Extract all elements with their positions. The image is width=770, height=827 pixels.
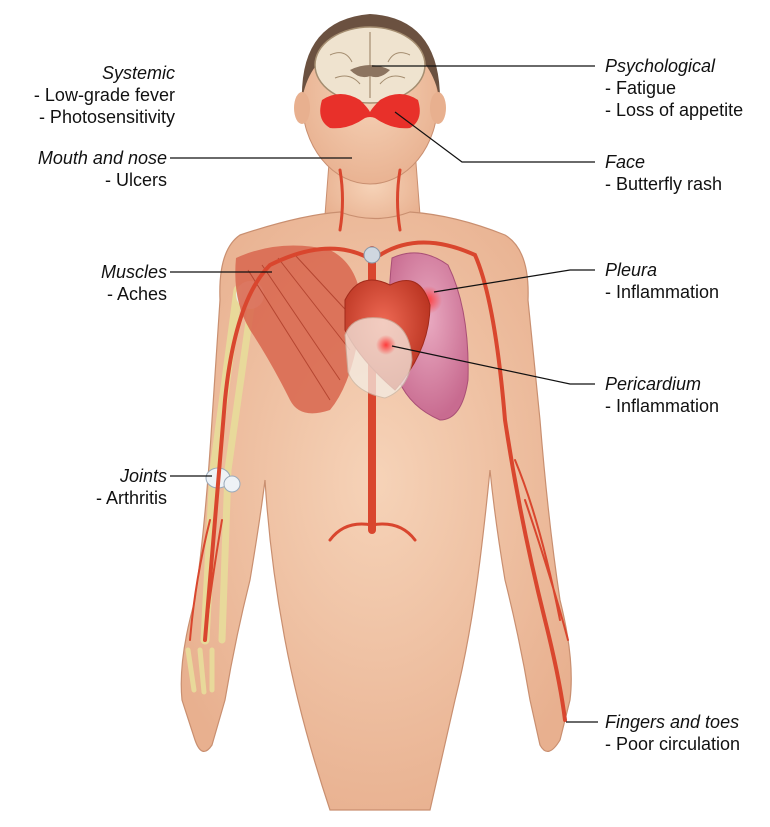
label-face: Face - Butterfly rash xyxy=(605,151,722,195)
label-pleura-title: Pleura xyxy=(605,259,719,281)
label-joints: Joints - Arthritis xyxy=(96,465,167,509)
label-fingers: Fingers and toes - Poor circulation xyxy=(605,711,740,755)
label-joints-title: Joints xyxy=(96,465,167,487)
label-systemic-title: Systemic xyxy=(34,62,175,84)
label-face-line-1: - Butterfly rash xyxy=(605,173,722,195)
brain xyxy=(315,27,425,103)
label-systemic-line-1: - Low-grade fever xyxy=(34,84,175,106)
label-psychological-line-2: - Loss of appetite xyxy=(605,99,743,121)
label-psychological-title: Psychological xyxy=(605,55,743,77)
label-fingers-line-1: - Poor circulation xyxy=(605,733,740,755)
label-muscles-title: Muscles xyxy=(101,261,167,283)
body-silhouette xyxy=(181,14,571,810)
label-face-title: Face xyxy=(605,151,722,173)
label-psychological: Psychological - Fatigue - Loss of appeti… xyxy=(605,55,743,121)
label-pleura: Pleura - Inflammation xyxy=(605,259,719,303)
label-muscles: Muscles - Aches xyxy=(101,261,167,305)
label-fingers-title: Fingers and toes xyxy=(605,711,740,733)
label-psychological-line-1: - Fatigue xyxy=(605,77,743,99)
label-mouth: Mouth and nose - Ulcers xyxy=(38,147,167,191)
label-mouth-title: Mouth and nose xyxy=(38,147,167,169)
label-systemic-line-2: - Photosensitivity xyxy=(34,106,175,128)
thyroid xyxy=(364,247,380,263)
label-pericardium-title: Pericardium xyxy=(605,373,719,395)
label-pericardium: Pericardium - Inflammation xyxy=(605,373,719,417)
label-systemic: Systemic - Low-grade fever - Photosensit… xyxy=(34,62,175,128)
label-mouth-line-1: - Ulcers xyxy=(38,169,167,191)
label-joints-line-1: - Arthritis xyxy=(96,487,167,509)
label-pleura-line-1: - Inflammation xyxy=(605,281,719,303)
label-muscles-line-1: - Aches xyxy=(101,283,167,305)
label-pericardium-line-1: - Inflammation xyxy=(605,395,719,417)
